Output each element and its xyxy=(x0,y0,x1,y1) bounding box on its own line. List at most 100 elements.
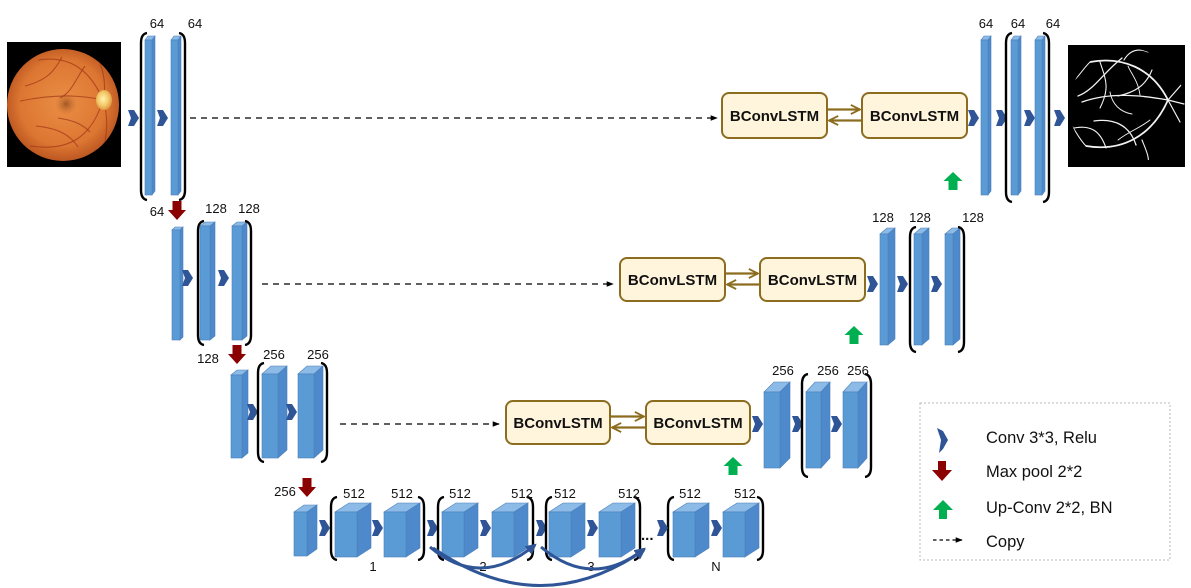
feature-map-side-face xyxy=(1041,35,1046,196)
up-conv-arrow-icon xyxy=(723,457,743,475)
feature-map-front-face xyxy=(672,511,696,558)
feature-map-front-face xyxy=(805,391,822,469)
legend-label-copy: Copy xyxy=(986,533,1025,551)
conv-arrow-icon xyxy=(218,270,229,286)
bconvlstm-box xyxy=(505,400,611,445)
channel-label: 256 xyxy=(274,484,296,499)
channel-label: 64 xyxy=(1011,16,1025,31)
channel-label: 128 xyxy=(197,351,219,366)
conv-arrow-icon xyxy=(831,416,842,432)
feature-map-side-face xyxy=(1017,35,1022,196)
legend-item-conv: Conv 3*3, Relu xyxy=(937,428,1097,453)
up-conv-arrow-icon xyxy=(844,326,864,344)
feature-map-front-face xyxy=(293,511,308,557)
legend-item-max-pool: Max pool 2*2 xyxy=(932,461,1082,481)
bconvlstm-label: BConvLSTM xyxy=(513,415,602,432)
feature-map-front-face xyxy=(980,39,989,196)
feature-map-side-face xyxy=(887,227,896,346)
feature-map-128 xyxy=(879,227,896,346)
block-index-label: 3 xyxy=(587,559,594,574)
feature-map-side-face xyxy=(241,221,248,341)
feature-map-256 xyxy=(297,365,324,459)
bconvlstm-box xyxy=(861,92,968,139)
segmented-vessel xyxy=(1077,57,1123,97)
legend-label-up-conv: Up-Conv 2*2, BN xyxy=(986,499,1113,517)
left-bracket xyxy=(329,495,338,562)
channel-label: 256 xyxy=(817,363,839,378)
bconvlstm-block: BConvLSTM xyxy=(619,257,726,302)
feature-map-512 xyxy=(382,502,422,558)
bconvlstm-label: BConvLSTM xyxy=(768,272,857,289)
feature-map-256 xyxy=(805,381,831,469)
bconvlstm-pair: BConvLSTM BConvLSTM xyxy=(619,257,866,302)
channel-label: 64 xyxy=(188,16,202,31)
legend-label-conv: Conv 3*3, Relu xyxy=(986,429,1097,447)
left-bracket xyxy=(666,495,675,562)
feature-map-front-face xyxy=(944,233,954,346)
conv-arrow-icon xyxy=(372,520,383,536)
feature-map-128 xyxy=(199,221,216,341)
left-bracket xyxy=(256,361,265,464)
input-retinal-fundus-image xyxy=(7,42,121,167)
segmented-vessel xyxy=(1167,83,1183,101)
feature-map-side-face xyxy=(952,227,961,346)
conv-arrow-icon xyxy=(247,404,258,420)
feature-map-64 xyxy=(980,35,992,196)
conv-arrow-icon xyxy=(1024,110,1035,126)
left-bracket xyxy=(139,31,148,202)
channel-label: 256 xyxy=(772,363,794,378)
fundus-vessel xyxy=(24,56,63,87)
feature-map-front-face xyxy=(170,39,179,196)
max-pool-arrow-icon xyxy=(298,478,316,497)
fundus-vessel xyxy=(29,99,104,148)
segmented-vessel xyxy=(1167,99,1185,105)
conv-arrow-icon xyxy=(996,110,1007,126)
segmented-vessel xyxy=(1117,119,1151,141)
feature-map-256 xyxy=(261,365,288,459)
feature-map-front-face xyxy=(879,233,889,346)
conv-arrow-icon xyxy=(587,520,598,536)
feature-map-front-face xyxy=(722,511,746,558)
bconvlstm-label: BConvLSTM xyxy=(870,108,959,125)
feature-map-512 xyxy=(721,502,761,558)
feature-map-256 xyxy=(763,381,791,469)
segmented-vessel xyxy=(1073,126,1107,149)
fundus-optic-disc xyxy=(96,90,112,110)
channel-label: 128 xyxy=(962,210,984,225)
conv-arrow-icon xyxy=(319,520,330,536)
conv-arrow-icon xyxy=(968,110,979,126)
fundus-vessel xyxy=(57,117,91,133)
feature-map-128 xyxy=(944,227,961,346)
feature-map-64 xyxy=(1034,35,1046,196)
left-bracket xyxy=(196,219,205,347)
channel-label: 512 xyxy=(449,486,471,501)
conv-arrow-icon xyxy=(897,276,908,292)
conv-arrow-icon xyxy=(657,520,668,536)
bconvlstm-block: BConvLSTM xyxy=(861,92,968,139)
channel-label: 256 xyxy=(263,347,285,362)
channel-label: 512 xyxy=(511,486,533,501)
feature-map-side-face xyxy=(820,381,831,469)
right-bracket xyxy=(526,495,535,562)
fundus-macula xyxy=(55,93,77,115)
feature-map-512 xyxy=(547,502,587,558)
left-bracket xyxy=(1004,31,1013,204)
feature-map-side-face xyxy=(570,502,586,558)
feature-map-side-face xyxy=(209,221,216,341)
feature-map-side-face xyxy=(513,502,529,558)
feature-map-front-face xyxy=(1034,39,1043,196)
right-bracket xyxy=(957,225,966,354)
legend-border xyxy=(919,402,1171,561)
feature-map-front-face xyxy=(598,511,622,558)
feature-map-128 xyxy=(231,221,248,341)
conv-arrow-icon xyxy=(792,416,803,432)
feature-map-512 xyxy=(490,502,530,558)
feature-map-512 xyxy=(597,502,637,558)
bconvlstm-block: BConvLSTM xyxy=(505,400,611,445)
